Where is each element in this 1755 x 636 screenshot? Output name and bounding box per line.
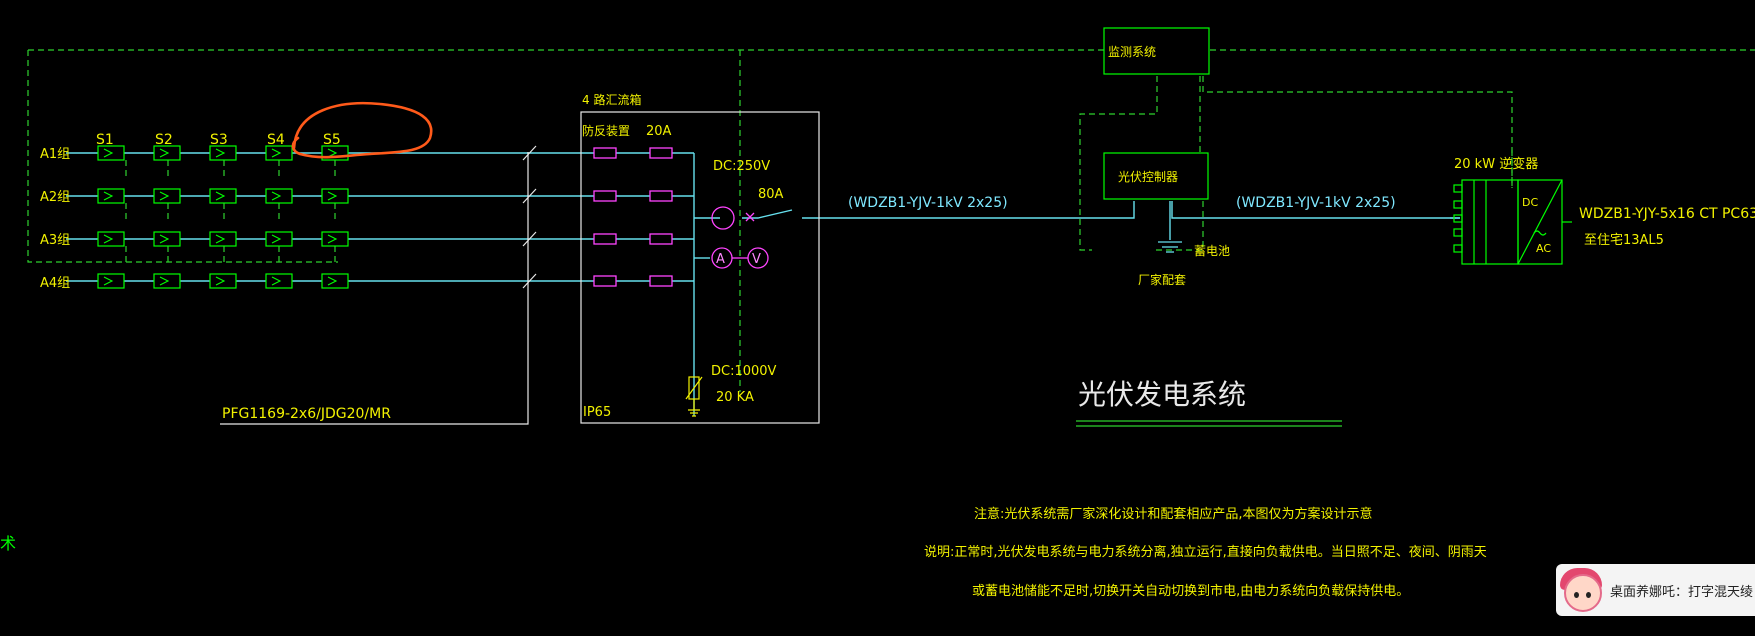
- pv-module-a2-s1: [97, 188, 125, 204]
- inverter: [1453, 179, 1572, 265]
- pv-module-a3-s2: [153, 231, 181, 247]
- string-label-s3: S3: [210, 132, 228, 148]
- voltmeter-letter: V: [752, 252, 761, 267]
- dc-meter-icon: [711, 206, 735, 230]
- edge-char: 术: [0, 534, 16, 553]
- note-line-2: 说明:正常时,光伏发电系统与电力系统分离,独立运行,直接向负载供电。当日照不足、…: [924, 544, 1487, 560]
- surge-protector-icon: [685, 376, 703, 417]
- pv-module-a1-s3: [209, 145, 237, 161]
- fuse-a4: [649, 275, 673, 287]
- output-cable-label: WDZB1-YJY-5x16 CT PC63 C: [1579, 206, 1755, 222]
- breaker-rating: 80A: [758, 187, 784, 202]
- pv-module-a2-s3: [209, 188, 237, 204]
- breaker-x-icon: [745, 212, 755, 222]
- pipe-spec-label: PFG1169-2x6/JDG20/MR: [222, 406, 391, 422]
- cable1-label: (WDZB1-YJV-1kV 2x25): [848, 195, 1008, 211]
- cable2-label: (WDZB1-YJV-1kV 2x25): [1236, 195, 1396, 211]
- pv-module-a4-s3: [209, 273, 237, 289]
- pv-controller-box: [1103, 152, 1209, 200]
- group-label-a4: A4组: [40, 276, 70, 291]
- note-line-3: 或蓄电池储能不足时,切换开关自动切换到市电,由电力系统向负载保持供电。: [972, 583, 1409, 599]
- fuse-a1: [649, 147, 673, 159]
- combiner-title: 4 路汇流箱: [582, 92, 641, 107]
- pv-module-a4-s4: [265, 273, 293, 289]
- diode-a4: [593, 275, 617, 287]
- string-label-s1: S1: [96, 132, 114, 148]
- string-label-s5: S5: [323, 132, 341, 148]
- fuse-rating-label: 20A: [646, 124, 672, 139]
- diode-label: 防反装置: [582, 123, 630, 138]
- note-line-1: 注意:光伏系统需厂家深化设计和配套相应产品,本图仅为方案设计示意: [974, 506, 1373, 522]
- inverter-title: 20 kW 逆变器: [1454, 156, 1538, 172]
- string-label-s4: S4: [267, 132, 285, 148]
- toast-text: 桌面养娜吒：打字混天绫: [1610, 583, 1754, 599]
- combiner-box: [580, 111, 820, 424]
- pv-module-a2-s4: [265, 188, 293, 204]
- nezha-avatar-icon: [1558, 566, 1606, 614]
- dc250-label: DC:250V: [713, 159, 770, 174]
- ip65-label: IP65: [583, 405, 611, 420]
- pv-module-a2-s5: [321, 188, 349, 204]
- output-destination-label: 至住宅13AL5: [1584, 233, 1664, 248]
- diode-a1: [593, 147, 617, 159]
- title-underline: [1076, 420, 1342, 427]
- pv-module-a1-s2: [153, 145, 181, 161]
- group-label-a2: A2组: [40, 190, 70, 205]
- pv-module-a4-s5: [321, 273, 349, 289]
- monitor-system-box: [1103, 27, 1210, 75]
- monitor-system-label: 监测系统: [1108, 45, 1156, 59]
- system-title: 光伏发电系统: [1078, 378, 1246, 411]
- pv-module-a3-s1: [97, 231, 125, 247]
- pv-module-a3-s3: [209, 231, 237, 247]
- string-labels: S1 S2 S3 S4 S5: [96, 132, 341, 148]
- pv-module-a3-s4: [265, 231, 293, 247]
- fuse-a3: [649, 233, 673, 245]
- spd-rating-label: 20 KA: [716, 390, 754, 405]
- group-label-a3: A3组: [40, 233, 70, 248]
- inverter-dc-label: DC: [1522, 196, 1538, 209]
- pv-module-a2-s2: [153, 188, 181, 204]
- diode-a2: [593, 190, 617, 202]
- vendor-label: 厂家配套: [1138, 272, 1186, 287]
- inverter-ac-label: AC: [1536, 242, 1551, 255]
- cable-leader: [220, 152, 529, 425]
- pv-module-a4-s2: [153, 273, 181, 289]
- string-label-s2: S2: [155, 132, 173, 148]
- fuse-a2: [649, 190, 673, 202]
- hand-drawn-annotation: [291, 101, 433, 159]
- monitoring-dashed-lines: [27, 49, 1755, 392]
- dc1000-label: DC:1000V: [711, 364, 777, 379]
- ammeter-letter: A: [716, 252, 725, 267]
- group-labels: A1组 A2组 A3组 A4组: [40, 147, 70, 291]
- cable-tick-marks: [522, 145, 537, 289]
- pv-module-a1-s4: [265, 145, 293, 161]
- diode-a3: [593, 233, 617, 245]
- battery-icon: [1158, 241, 1182, 253]
- group-label-a1: A1组: [40, 147, 70, 162]
- desktop-pet-toast[interactable]: 桌面养娜吒：打字混天绫: [1556, 564, 1755, 616]
- pv-module-a4-s1: [97, 273, 125, 289]
- combiner-devices: [593, 147, 769, 287]
- pv-module-a1-s1: [97, 145, 125, 161]
- battery-label: 蓄电池: [1194, 244, 1230, 258]
- pv-module-a3-s5: [321, 231, 349, 247]
- pv-controller-label: 光伏控制器: [1118, 170, 1178, 184]
